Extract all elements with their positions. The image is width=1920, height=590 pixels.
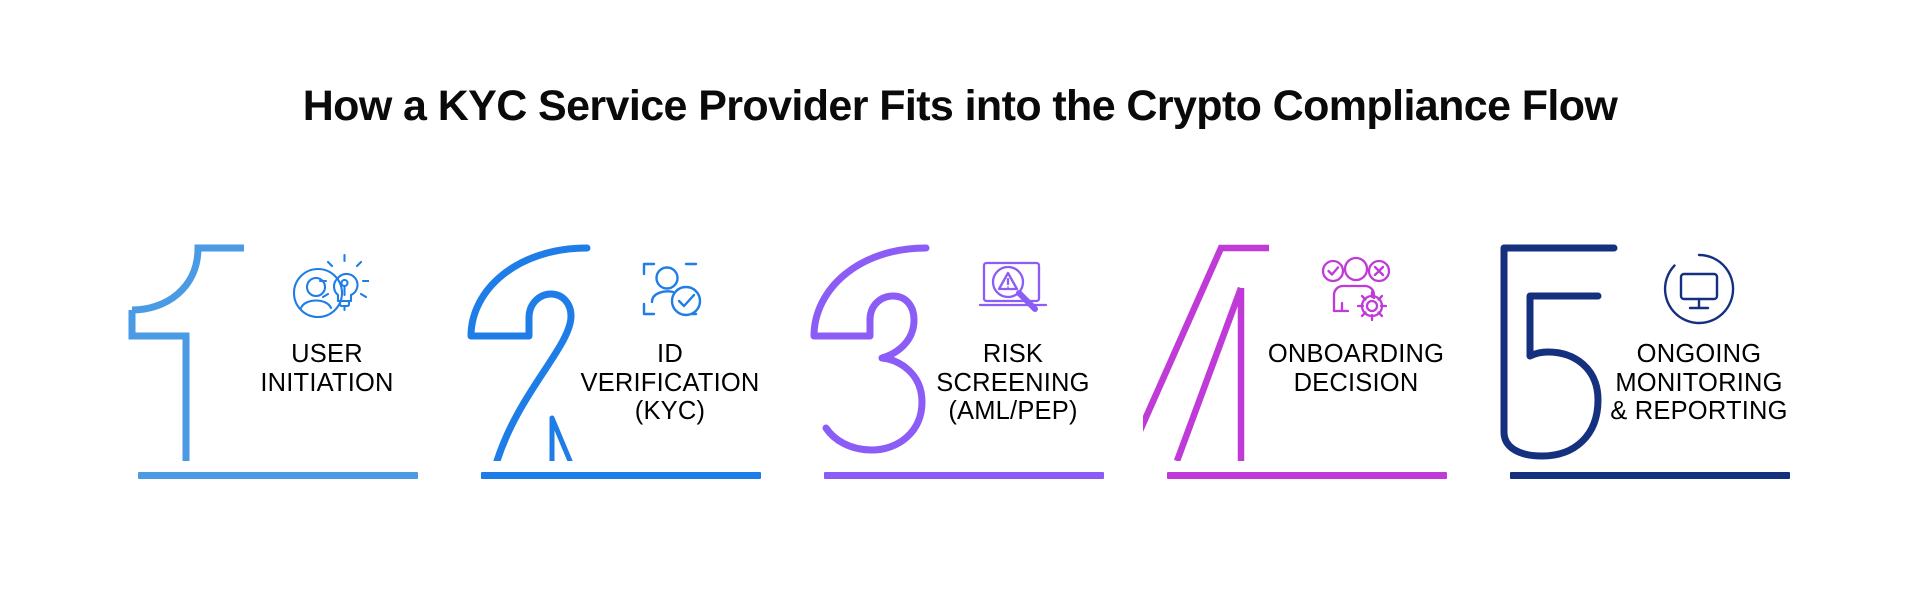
step-4: ONBOARDING DECISION: [1131, 236, 1474, 496]
step-content-1: USER INITIATION: [212, 244, 442, 397]
step-5: ONGOING MONITORING & REPORTING: [1474, 236, 1817, 496]
step-2: ID VERIFICATION (KYC): [445, 236, 788, 496]
id-scan-check-icon: [625, 244, 715, 334]
monitor-refresh-icon: [1654, 244, 1744, 334]
step-content-3: RISK SCREENING (AML/PEP): [898, 244, 1128, 426]
steps-row: USER INITIATION: [102, 236, 1818, 496]
step-label-4: ONBOARDING DECISION: [1267, 340, 1445, 397]
screen-magnifier-warning-icon: [968, 244, 1058, 334]
step-baseline-3: [824, 472, 1104, 479]
step-content-4: ONBOARDING DECISION: [1241, 244, 1471, 397]
step-content-2: ID VERIFICATION (KYC): [555, 244, 785, 426]
user-lightbulb-icon: [282, 244, 372, 334]
step-label-3: RISK SCREENING (AML/PEP): [936, 340, 1090, 426]
step-label-1: USER INITIATION: [260, 340, 394, 397]
step-label-2: ID VERIFICATION (KYC): [580, 340, 760, 426]
step-baseline-2: [481, 472, 761, 479]
step-baseline-5: [1510, 472, 1790, 479]
step-1: USER INITIATION: [102, 236, 445, 496]
step-baseline-1: [138, 472, 418, 479]
step-content-5: ONGOING MONITORING & REPORTING: [1584, 244, 1814, 426]
approve-reject-gear-icon: [1311, 244, 1401, 334]
page-title: How a KYC Service Provider Fits into the…: [302, 82, 1618, 130]
step-baseline-4: [1167, 472, 1447, 479]
step-label-5: ONGOING MONITORING & REPORTING: [1610, 340, 1788, 426]
step-3: RISK SCREENING (AML/PEP): [788, 236, 1131, 496]
